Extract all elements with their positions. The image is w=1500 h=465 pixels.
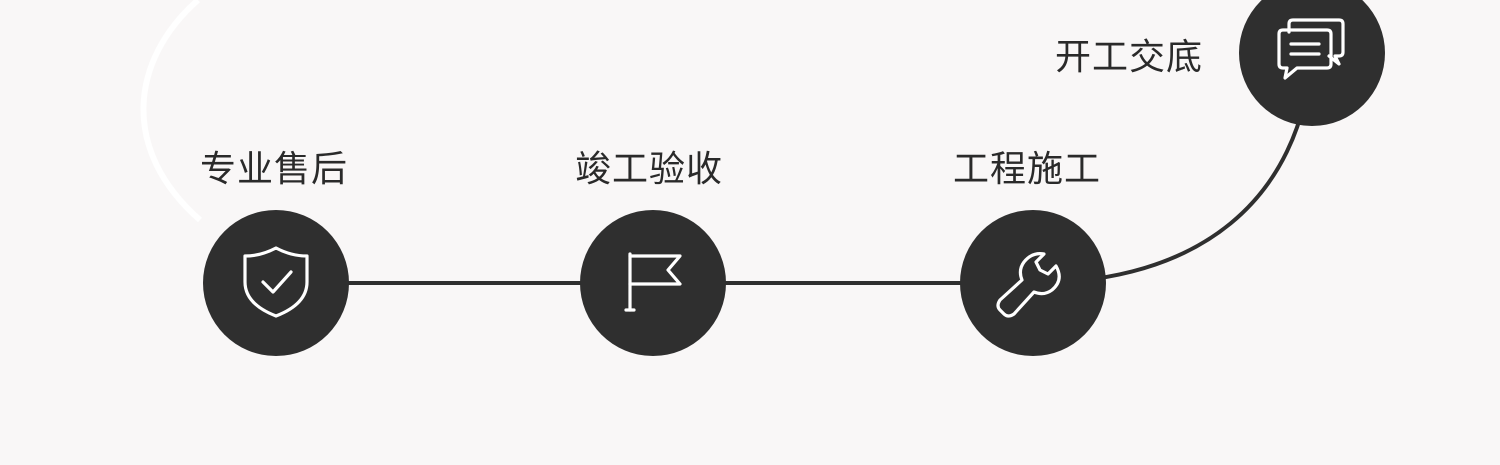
- step-node-acceptance: [580, 210, 726, 356]
- step-node-construction: [960, 210, 1106, 356]
- step-node-kickoff: [1239, 0, 1385, 126]
- wrench-icon: [996, 252, 1061, 318]
- step-label-kickoff: 开工交底: [1055, 37, 1204, 78]
- step-label-acceptance: 竣工验收: [575, 149, 724, 190]
- decorative-arc: [140, 0, 202, 223]
- flag-icon: [624, 252, 682, 312]
- chat-bubbles-icon: [1277, 18, 1345, 80]
- shield-check-icon: [243, 246, 309, 318]
- step-node-aftersales: [203, 210, 349, 356]
- step-label-construction: 工程施工: [953, 149, 1102, 190]
- step-label-aftersales: 专业售后: [200, 149, 349, 190]
